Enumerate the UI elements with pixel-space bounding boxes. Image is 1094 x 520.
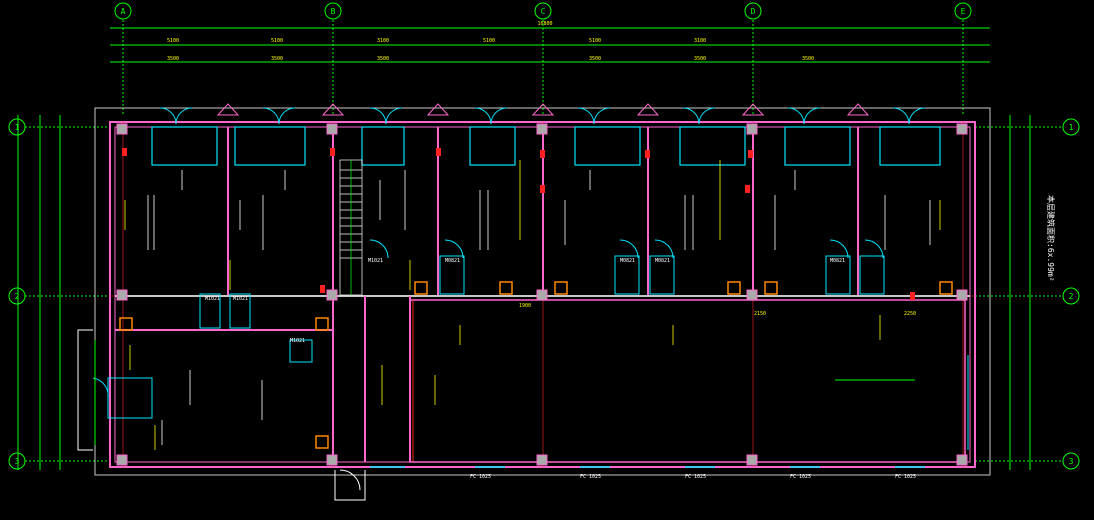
axis-label-2-left: 2	[15, 292, 20, 301]
dim-top-4: 5100	[483, 38, 495, 44]
door-tag-4: M1021	[368, 258, 383, 264]
axis-label-e: E	[961, 7, 966, 16]
axis-label-d: D	[751, 7, 756, 16]
dim-top-1: 5100	[167, 38, 179, 44]
annotation-marks	[147, 170, 931, 445]
dim-top-3: 3100	[377, 38, 389, 44]
axis-label-c: C	[541, 7, 546, 16]
floor-area-note: 本层建筑面积:6x.99m²	[1046, 195, 1056, 282]
balcony-fixtures	[151, 126, 941, 166]
annotation-marks-yellow	[124, 160, 941, 450]
door-tag-2: M1021	[233, 296, 248, 302]
window-tag-4: FC 1025	[790, 474, 811, 480]
sanitary-fixtures	[92, 239, 885, 419]
dim-second-1: 3500	[167, 56, 179, 62]
dim-top-2: 5100	[271, 38, 283, 44]
axis-label-3-right: 3	[1069, 457, 1074, 466]
axis-bubbles-top	[114, 2, 972, 115]
dim-bay-2: 2250	[904, 311, 916, 317]
total-dimension: 16800	[537, 21, 552, 27]
dim-second-3: 3500	[377, 56, 389, 62]
left-entrance	[77, 329, 96, 451]
door-tag-7: M0821	[655, 258, 670, 264]
dim-second-4: 3500	[589, 56, 601, 62]
axis-label-2-right: 2	[1069, 292, 1074, 301]
right-labels	[835, 355, 969, 450]
door-tag-1: M1021	[205, 296, 220, 302]
axis-label-a: A	[121, 7, 126, 16]
dim-bay-3: 1900	[519, 303, 531, 309]
axis-label-b: B	[331, 7, 336, 16]
dim-second-6: 3500	[802, 56, 814, 62]
dim-second-2: 3500	[271, 56, 283, 62]
window-tag-3: FC 1025	[685, 474, 706, 480]
dim-top-6: 3100	[694, 38, 706, 44]
dimension-lines	[17, 27, 1031, 470]
dimension-text: 16800 5100 5100 3100 5100 5100 3100 3500…	[167, 21, 916, 317]
door-tag-6: M0821	[620, 258, 635, 264]
equipment-boxes	[119, 281, 953, 449]
wall-markers	[216, 103, 870, 116]
door-tag-3: M1021	[290, 338, 305, 344]
window-tag-2: FC 1025	[580, 474, 601, 480]
door-tag-8: M0821	[830, 258, 845, 264]
dim-top-5: 5100	[589, 38, 601, 44]
dim-bay-1: 2150	[754, 311, 766, 317]
alarm-symbols	[122, 148, 915, 300]
door-tag-5: M0821	[445, 258, 460, 264]
entry-doors-top	[159, 107, 926, 125]
axis-label-3-left: 3	[15, 457, 20, 466]
bottom-entrance	[334, 469, 366, 501]
window-tag-1: FC 1025	[470, 474, 491, 480]
axis-label-1-right: 1	[1069, 123, 1074, 132]
axis-label-1-left: 1	[15, 123, 20, 132]
columns	[116, 123, 968, 466]
staircase	[339, 159, 363, 296]
dim-second-5: 3500	[694, 56, 706, 62]
window-tag-5: FC 1025	[895, 474, 916, 480]
axis-bubbles-side	[8, 118, 1080, 470]
